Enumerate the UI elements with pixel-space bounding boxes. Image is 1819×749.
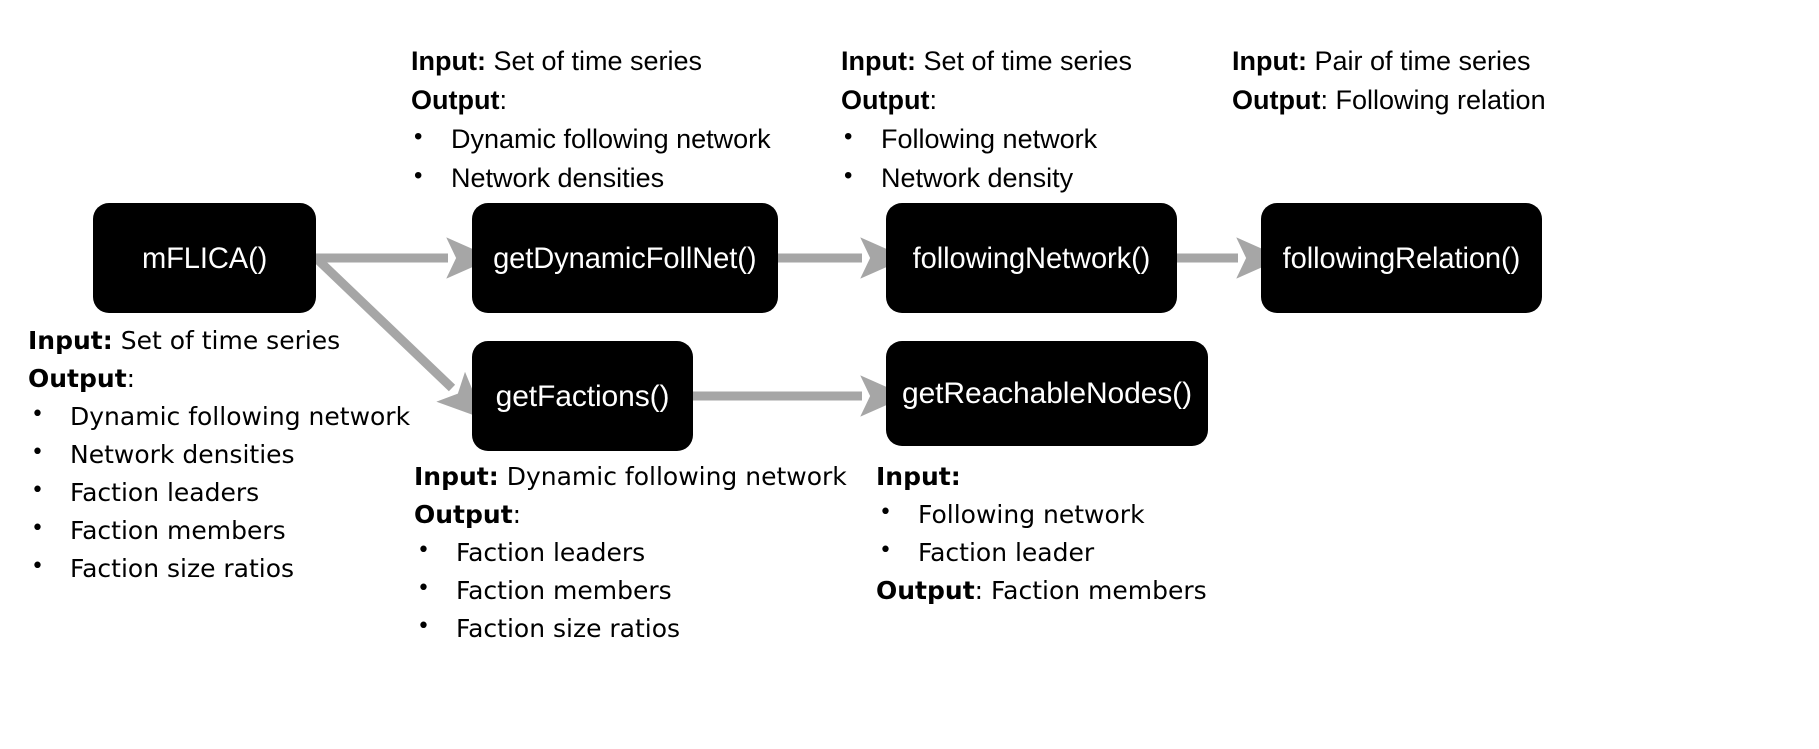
note-following-network: Input: Set of time series Output: Follow… [841, 42, 1132, 198]
note-gdfn-input-label: Input: [411, 46, 486, 76]
list-item: Faction leader [876, 534, 1207, 572]
note-mflica-output-colon: : [126, 364, 136, 393]
note-grn-output-label: Output [876, 576, 975, 605]
note-fr-input-value: Pair of time series [1314, 46, 1531, 76]
note-mflica: Input: Set of time series Output: Dynami… [28, 322, 410, 588]
note-gf-input-label: Input: [414, 462, 499, 491]
note-gf-output: Output: [414, 496, 847, 534]
node-mflica-label: mFLICA() [141, 241, 268, 275]
note-gdfn-input-value: Set of time series [493, 46, 703, 76]
note-fr-input: Input: Pair of time series [1232, 42, 1546, 81]
note-gdfn-input: Input: Set of time series [411, 42, 771, 81]
list-item: Network density [841, 159, 1132, 198]
node-get-dynamic-foll-net-label: getDynamicFollNet() [493, 241, 757, 275]
node-get-reachable-nodes[interactable]: getReachableNodes() [886, 341, 1208, 446]
note-gdfn-output: Output: [411, 81, 771, 120]
list-item: Faction size ratios [28, 550, 410, 588]
note-get-dynamic-foll-net: Input: Set of time series Output: Dynami… [411, 42, 771, 198]
list-item: Following network [841, 120, 1132, 159]
node-following-relation[interactable]: followingRelation() [1261, 203, 1542, 313]
list-item: Faction leaders [28, 474, 410, 512]
list-item: Network densities [28, 436, 410, 474]
note-fr-output: Output: Following relation [1232, 81, 1546, 120]
note-fn-input-value: Set of time series [923, 46, 1133, 76]
note-get-factions: Input: Dynamic following network Output:… [414, 458, 847, 648]
note-following-relation: Input: Pair of time series Output: Follo… [1232, 42, 1546, 120]
node-get-dynamic-foll-net[interactable]: getDynamicFollNet() [472, 203, 778, 313]
node-get-factions-label: getFactions() [495, 379, 670, 413]
note-fn-bullets: Following network Network density [841, 120, 1132, 198]
list-item: Faction members [414, 572, 847, 610]
list-item: Faction leaders [414, 534, 847, 572]
note-get-reachable-nodes: Input: Following network Faction leader … [876, 458, 1207, 610]
note-grn-input: Input: [876, 458, 1207, 496]
note-fn-output-colon: : [929, 84, 937, 115]
note-fr-output-colon: : [1320, 84, 1328, 115]
note-mflica-input: Input: Set of time series [28, 322, 410, 360]
note-gf-input: Input: Dynamic following network [414, 458, 847, 496]
note-fr-output-label: Output [1232, 84, 1321, 115]
note-gf-output-colon: : [512, 500, 522, 529]
node-following-relation-label: followingRelation() [1282, 241, 1521, 275]
list-item: Network densities [411, 159, 771, 198]
node-get-reachable-nodes-label: getReachableNodes() [902, 377, 1192, 410]
note-fn-output-label: Output [841, 84, 930, 115]
note-gf-output-label: Output [414, 500, 513, 529]
list-item: Faction members [28, 512, 410, 550]
note-grn-output-value: Faction members [983, 576, 1207, 605]
list-item: Dynamic following network [411, 120, 771, 159]
note-grn-output: Output: Faction members [876, 572, 1207, 610]
note-fr-input-label: Input: [1232, 46, 1307, 76]
node-mflica[interactable]: mFLICA() [93, 203, 316, 313]
list-item: Following network [876, 496, 1207, 534]
node-get-factions[interactable]: getFactions() [472, 341, 693, 451]
note-gf-bullets: Faction leaders Faction members Faction … [414, 534, 847, 648]
node-following-network-label: followingNetwork() [912, 241, 1151, 275]
note-mflica-input-label: Input: [28, 326, 113, 355]
note-mflica-bullets: Dynamic following network Network densit… [28, 398, 410, 588]
note-gdfn-bullets: Dynamic following network Network densit… [411, 120, 771, 198]
note-mflica-output: Output: [28, 360, 410, 398]
note-fn-output: Output: [841, 81, 1132, 120]
note-mflica-input-value: Set of time series [120, 326, 341, 355]
note-grn-input-label: Input: [876, 462, 961, 491]
list-item: Dynamic following network [28, 398, 410, 436]
note-grn-output-colon: : [974, 576, 984, 605]
note-mflica-output-label: Output [28, 364, 127, 393]
note-gdfn-output-label: Output [411, 84, 500, 115]
node-following-network[interactable]: followingNetwork() [886, 203, 1177, 313]
note-grn-bullets: Following network Faction leader [876, 496, 1207, 572]
note-fn-input: Input: Set of time series [841, 42, 1132, 81]
list-item: Faction size ratios [414, 610, 847, 648]
note-gf-input-value: Dynamic following network [506, 462, 847, 491]
note-fr-output-value: Following relation [1327, 84, 1546, 115]
note-fn-input-label: Input: [841, 46, 916, 76]
note-gdfn-output-colon: : [499, 84, 507, 115]
